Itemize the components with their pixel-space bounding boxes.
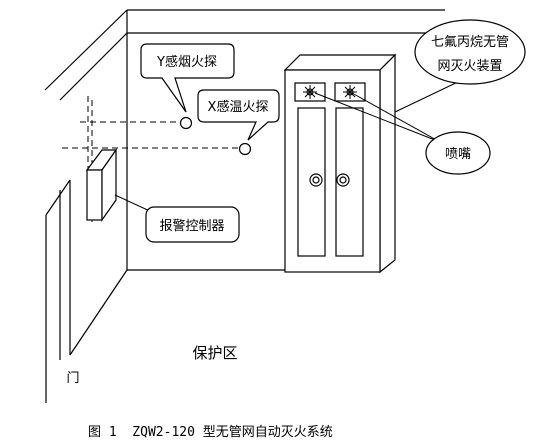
figure-caption: 图 1 ZQW2-120 型无管网自动灭火系统 [88, 425, 333, 440]
extinguisher-cabinet [283, 53, 397, 274]
leader-lines [114, 79, 463, 213]
room-outline [44, 9, 445, 356]
controller-label: 报警控制器 [159, 218, 224, 234]
y-detector-label: Y感烟火探 [156, 54, 217, 70]
device-label-line1: 七氟丙烷无管 [431, 35, 509, 50]
y-detector-icon [179, 116, 193, 130]
device-label-line2: 网灭火装置 [437, 59, 502, 74]
door [45, 179, 71, 403]
callout-device: 七氟丙烷无管 网灭火装置 [414, 19, 526, 85]
nozzle-label: 喷嘴 [445, 147, 471, 162]
x-detector-label: X感温火探 [208, 99, 269, 115]
callout-y-detector: Y感烟火探 [140, 43, 235, 113]
door-label: 门 [66, 371, 79, 386]
callout-controller: 报警控制器 [145, 206, 240, 243]
callout-nozzle: 喷嘴 [425, 131, 491, 175]
controller-box [85, 148, 118, 222]
callout-x-detector: X感温火探 [197, 89, 280, 141]
zone-label: 保护区 [192, 344, 237, 362]
nozzle-icon [303, 85, 357, 99]
x-detector-icon [238, 142, 252, 156]
